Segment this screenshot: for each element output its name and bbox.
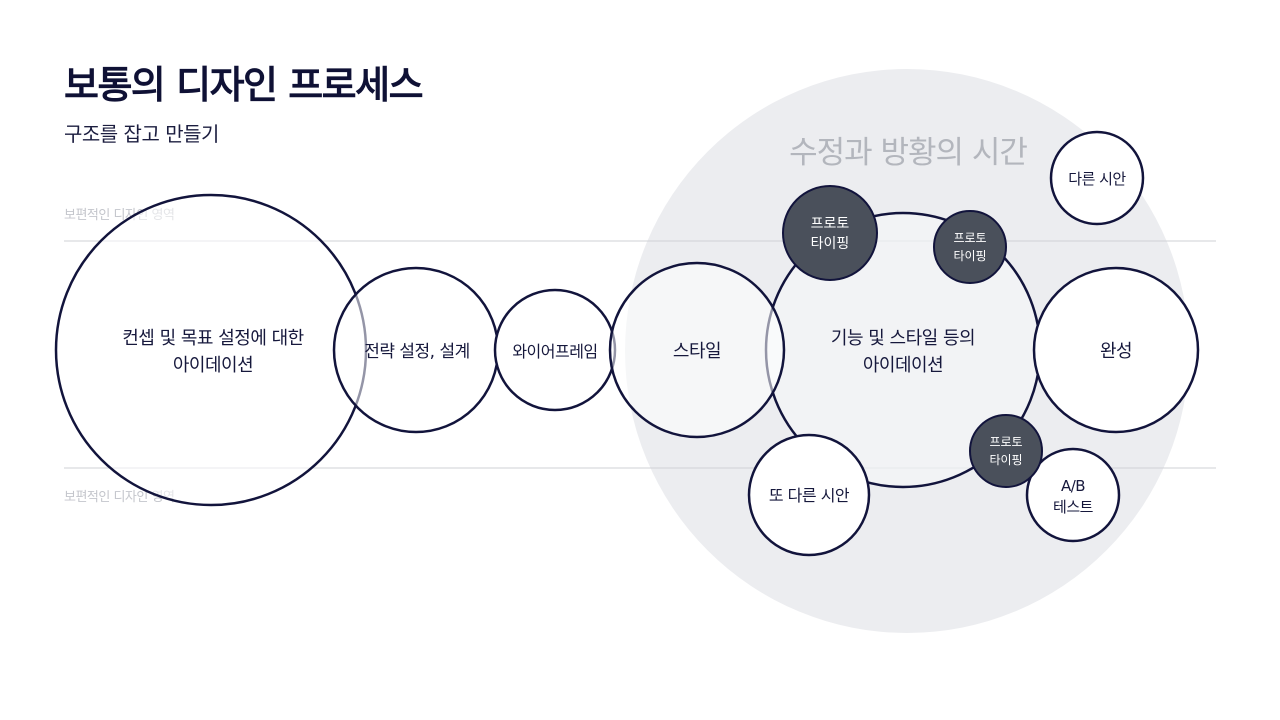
node-concept: 컨셉 및 목표 설정에 대한 아이데이션 xyxy=(54,193,368,507)
node-another-alternative: 또 다른 시안 xyxy=(747,433,871,557)
node-wireframe-label: 와이어프레임 xyxy=(512,342,597,361)
node-ab-test: A/B 테스트 xyxy=(1025,447,1121,543)
node-concept-line1: 컨셉 및 목표 설정에 대한 xyxy=(122,328,304,349)
node-ideation-line1: 기능 및 스타일 등의 xyxy=(831,328,975,349)
node-ab-test-line2: 테스트 xyxy=(1053,498,1094,516)
revision-area-label: 수정과 방황의 시간 xyxy=(789,135,1027,171)
node-concept-line2: 아이데이션 xyxy=(173,355,253,376)
node-prototype-small-bottom: 프로토 타이핑 xyxy=(969,414,1043,488)
node-strategy-label: 전략 설정, 설계 xyxy=(364,342,470,362)
node-alternative: 다른 시안 xyxy=(1049,130,1145,226)
node-style-label: 스타일 xyxy=(673,341,721,362)
node-prototype-large: 프로토 타이핑 xyxy=(782,185,878,281)
node-style: 스타일 xyxy=(608,261,786,439)
node-prototype-small-bottom-line2: 타이핑 xyxy=(989,453,1022,467)
node-prototype-large-line2: 타이핑 xyxy=(811,236,850,252)
node-ideation-line2: 아이데이션 xyxy=(863,355,943,376)
node-prototype-small-bottom-line1: 프로토 xyxy=(989,435,1022,449)
node-prototype-small-top: 프로토 타이핑 xyxy=(933,210,1007,284)
node-alternative-label: 다른 시안 xyxy=(1068,170,1126,188)
node-wireframe: 와이어프레임 xyxy=(493,288,617,412)
node-another-alternative-label: 또 다른 시안 xyxy=(769,486,850,505)
node-prototype-small-top-line1: 프로토 xyxy=(953,231,986,245)
zone-label-bottom: 보편적인 디자인 영역 xyxy=(64,490,174,505)
node-ab-test-line1: A/B xyxy=(1061,477,1085,495)
page-subtitle: 구조를 잡고 만들기 xyxy=(64,122,219,146)
node-complete-label: 완성 xyxy=(1100,341,1132,362)
node-strategy: 전략 설정, 설계 xyxy=(332,266,500,434)
page-title: 보통의 디자인 프로세스 xyxy=(64,63,424,107)
node-prototype-small-top-line2: 타이핑 xyxy=(953,249,986,263)
node-complete: 완성 xyxy=(1032,266,1200,434)
node-prototype-large-line1: 프로토 xyxy=(811,216,850,232)
